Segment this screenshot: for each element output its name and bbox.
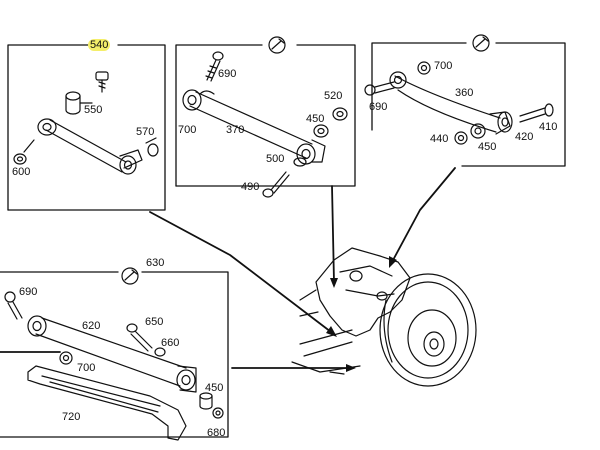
panel-c-parts bbox=[364, 34, 554, 145]
part-label-b-450: 450 bbox=[306, 113, 325, 125]
part-label-d-450: 450 bbox=[205, 382, 224, 394]
part-label-c-700: 700 bbox=[434, 60, 453, 72]
part-label-c-360: 360 bbox=[455, 87, 474, 99]
part-label-b-700: 700 bbox=[178, 124, 197, 136]
part-label-b-370: 370 bbox=[226, 124, 245, 136]
part-label-d-660: 660 bbox=[161, 337, 180, 349]
part-label-c-450: 450 bbox=[478, 141, 497, 153]
part-label-c-440: 440 bbox=[430, 133, 449, 145]
part-label-d-680: 680 bbox=[207, 427, 226, 439]
part-label-c-420: 420 bbox=[515, 131, 534, 143]
part-label-c-410: 410 bbox=[539, 121, 558, 133]
part-label-b-490: 490 bbox=[241, 181, 260, 193]
part-label-d-650: 650 bbox=[145, 316, 164, 328]
panel-b-parts bbox=[182, 36, 348, 198]
panel-d-parts bbox=[4, 267, 224, 441]
axle-assembly bbox=[291, 247, 477, 387]
panel-frames bbox=[0, 42, 566, 438]
part-label-d-690: 690 bbox=[19, 286, 38, 298]
part-label-550: 550 bbox=[84, 104, 103, 116]
part-label-b-690: 690 bbox=[218, 68, 237, 80]
part-label-d-720: 720 bbox=[62, 411, 81, 423]
callout-630: 630 bbox=[146, 257, 165, 269]
part-label-b-520: 520 bbox=[324, 90, 343, 102]
part-label-d-700: 700 bbox=[77, 362, 96, 374]
part-label-b-500: 500 bbox=[266, 153, 285, 165]
part-label-d-620: 620 bbox=[82, 320, 101, 332]
panel-a-parts bbox=[13, 71, 159, 175]
part-label-570: 570 bbox=[136, 126, 155, 138]
leader-lines bbox=[0, 167, 456, 369]
callout-540: 540 bbox=[88, 39, 111, 51]
part-label-c-690: 690 bbox=[369, 101, 388, 113]
part-label-600: 600 bbox=[12, 166, 31, 178]
